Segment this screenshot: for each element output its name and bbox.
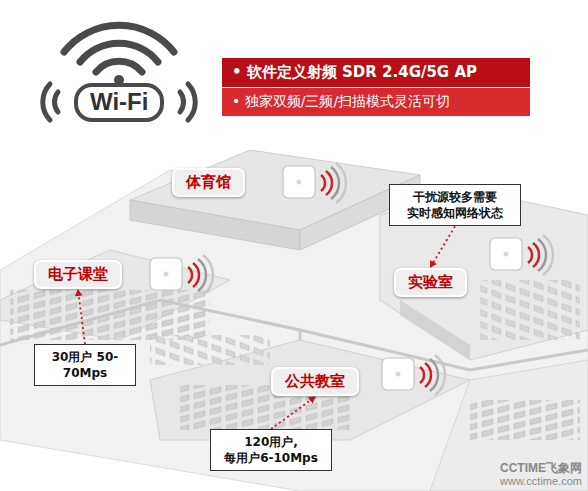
note-box: 干扰源较多需要 实时感知网络状态 (389, 184, 521, 226)
node-text: 干扰源较多需要 实时感知网络状态 (400, 189, 510, 221)
node-text: 30用户 50-70Mps (45, 349, 125, 381)
node-text: 实验室 (408, 273, 453, 292)
node-text: 体育馆 (186, 173, 231, 192)
node-text: Wi-Fi (90, 88, 148, 116)
banner-line: • 独家双频/三频/扫描模式灵活可切 (222, 87, 530, 116)
leader-arrow (431, 226, 456, 267)
node-text: 公共教室 (285, 372, 345, 391)
feature-banner: • 软件定义射频 SDR 2.4G/5G AP• 独家双频/三频/扫描模式灵活可… (222, 58, 530, 116)
node-text: 120用户, 每用户6-10Mps (221, 434, 321, 466)
watermark: CCTIME飞象网www.cctime.com (500, 462, 582, 487)
node-text: 电子课堂 (48, 265, 108, 284)
area-label: 实验室 (394, 268, 467, 297)
banner-line: • 软件定义射频 SDR 2.4G/5G AP (222, 58, 530, 87)
wifi-logo: Wi-Fi (74, 83, 164, 122)
area-label: 体育馆 (172, 168, 245, 197)
note-box: 30用户 50-70Mps (34, 344, 136, 386)
leader-arrow (78, 290, 85, 344)
area-label: 公共教室 (271, 367, 359, 396)
watermark-text: CCTIME飞象网 (500, 462, 582, 475)
leader-arrow (271, 397, 315, 429)
note-box: 120用户, 每用户6-10Mps (210, 429, 332, 471)
watermark-text: www.cctime.com (500, 475, 582, 487)
area-label: 电子课堂 (34, 260, 122, 289)
